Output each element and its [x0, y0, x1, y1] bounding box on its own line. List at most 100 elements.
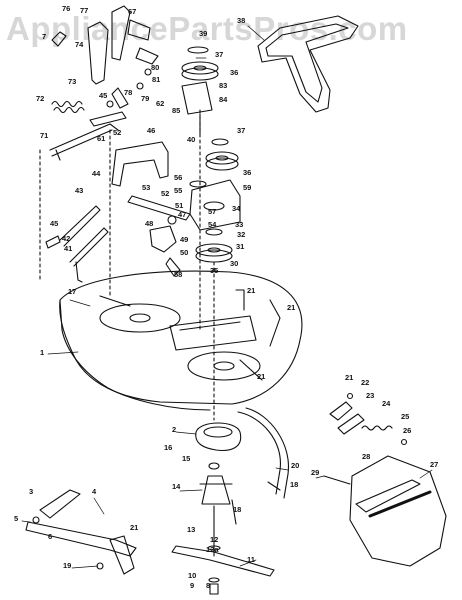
part-callout-c14: 14 [172, 482, 181, 491]
part-callout-c28: 28 [362, 452, 370, 461]
part-callout-c78: 78 [124, 88, 132, 97]
part-callout-c42: 42 [62, 234, 70, 243]
part-callout-c71: 71 [40, 131, 48, 140]
part-callout-c23: 23 [366, 391, 374, 400]
part-callout-c37a: 37 [215, 50, 223, 59]
part-callout-c81: 81 [152, 75, 160, 84]
part-callout-c43: 43 [75, 186, 83, 195]
part-callout-c21c: 21 [257, 372, 265, 381]
lift-lever-assembly [51, 5, 159, 109]
part-callout-c36b: 36 [243, 168, 251, 177]
part-callout-c83: 83 [219, 81, 227, 90]
part-callout-c17: 17 [68, 287, 76, 296]
part-callout-c34: 34 [232, 204, 241, 213]
part-callout-c72: 72 [36, 94, 44, 103]
part-callout-c54: 54 [208, 220, 217, 229]
part-callout-c12: 12 [210, 535, 218, 544]
part-callout-c67: 67 [128, 7, 136, 16]
part-callout-c40: 40 [187, 135, 195, 144]
part-callout-c57: 57 [208, 207, 216, 216]
part-callout-c9: 9 [190, 581, 194, 590]
part-callout-c25: 25 [401, 412, 409, 421]
link-rod-part [49, 100, 127, 161]
part-callout-c48: 48 [145, 219, 153, 228]
part-callout-c12a: 12a [206, 545, 219, 554]
part-callout-c10: 10 [188, 571, 196, 580]
part-callout-c36a: 36 [230, 68, 238, 77]
part-callout-c33: 33 [235, 220, 243, 229]
part-callout-c11: 11 [247, 555, 255, 564]
part-callout-c30: 30 [230, 259, 238, 268]
idler-arm-assembly [127, 195, 191, 277]
part-callout-c8: 8 [206, 581, 210, 590]
part-callout-c3: 3 [29, 487, 33, 496]
part-callout-c7: 7 [42, 32, 46, 41]
part-callout-c53: 53 [142, 183, 150, 192]
part-callout-c4: 4 [92, 487, 97, 496]
part-callout-c5: 5 [14, 514, 18, 523]
blade-assembly [171, 505, 275, 595]
part-callout-c27: 27 [430, 460, 438, 469]
part-callout-c76: 76 [62, 4, 70, 13]
part-callout-c79: 79 [141, 94, 149, 103]
part-callout-c18b: 18 [233, 505, 241, 514]
part-callout-c2: 2 [172, 425, 176, 434]
part-callout-c59: 59 [243, 183, 251, 192]
part-callout-c74: 74 [75, 40, 84, 49]
part-callout-c31: 31 [236, 242, 244, 251]
discharge-chute [323, 455, 447, 567]
leader-lines [21, 25, 433, 569]
mower-deck-housing [59, 270, 303, 411]
part-callout-c22: 22 [361, 378, 369, 387]
part-callout-c52a: 52 [113, 128, 121, 137]
part-callout-c52b: 52 [161, 189, 169, 198]
part-callout-c85: 85 [172, 106, 180, 115]
belt-part [257, 15, 359, 113]
part-callout-c21e: 21 [345, 373, 353, 382]
part-callout-c21a: 21 [247, 286, 255, 295]
part-callout-c45b: 45 [50, 219, 58, 228]
part-callout-c50: 50 [180, 248, 188, 257]
part-callout-c6: 6 [48, 532, 52, 541]
part-callout-c55: 55 [174, 186, 182, 195]
middle-pulley-stack [189, 138, 241, 231]
part-callout-c18a: 18 [290, 480, 298, 489]
part-callout-c13: 13 [187, 525, 195, 534]
deck-stabilizer-part [25, 489, 137, 575]
chute-hinge-parts [329, 392, 408, 446]
part-callout-c29: 29 [311, 468, 319, 477]
part-callout-c77: 77 [80, 6, 88, 15]
upper-pulley-stack [181, 46, 219, 135]
part-callout-c38: 38 [237, 16, 245, 25]
spindle-assembly [195, 407, 289, 525]
part-callout-c62: 62 [156, 99, 164, 108]
part-callout-c20: 20 [291, 461, 299, 470]
part-callout-c44: 44 [92, 169, 101, 178]
part-callout-c49: 49 [180, 235, 188, 244]
assembly-center-line [39, 109, 215, 421]
part-callout-c15: 15 [182, 454, 190, 463]
part-callout-c45a: 45 [99, 91, 107, 100]
part-callout-c56: 56 [174, 173, 182, 182]
part-callout-c21b: 21 [287, 303, 295, 312]
part-callout-c26: 26 [403, 426, 411, 435]
part-callout-c61: 61 [97, 134, 105, 143]
part-callout-c21d: 21 [130, 523, 138, 532]
part-callout-c35: 35 [210, 266, 218, 275]
part-callout-c47: 47 [178, 210, 186, 219]
part-callout-c51: 51 [175, 201, 183, 210]
part-callout-c73: 73 [68, 77, 76, 86]
part-callout-c16: 16 [164, 443, 172, 452]
mounting-bracket-part [111, 141, 169, 187]
lower-pulley [195, 228, 233, 263]
part-callout-c84: 84 [219, 95, 228, 104]
part-callout-c1: 1 [40, 348, 44, 357]
part-callout-c37b: 37 [237, 126, 245, 135]
part-callout-c58: 58 [174, 270, 182, 279]
part-callout-c41: 41 [64, 244, 72, 253]
part-callout-c39: 39 [199, 29, 207, 38]
part-callout-c46: 46 [147, 126, 155, 135]
part-callout-c19: 19 [63, 561, 71, 570]
